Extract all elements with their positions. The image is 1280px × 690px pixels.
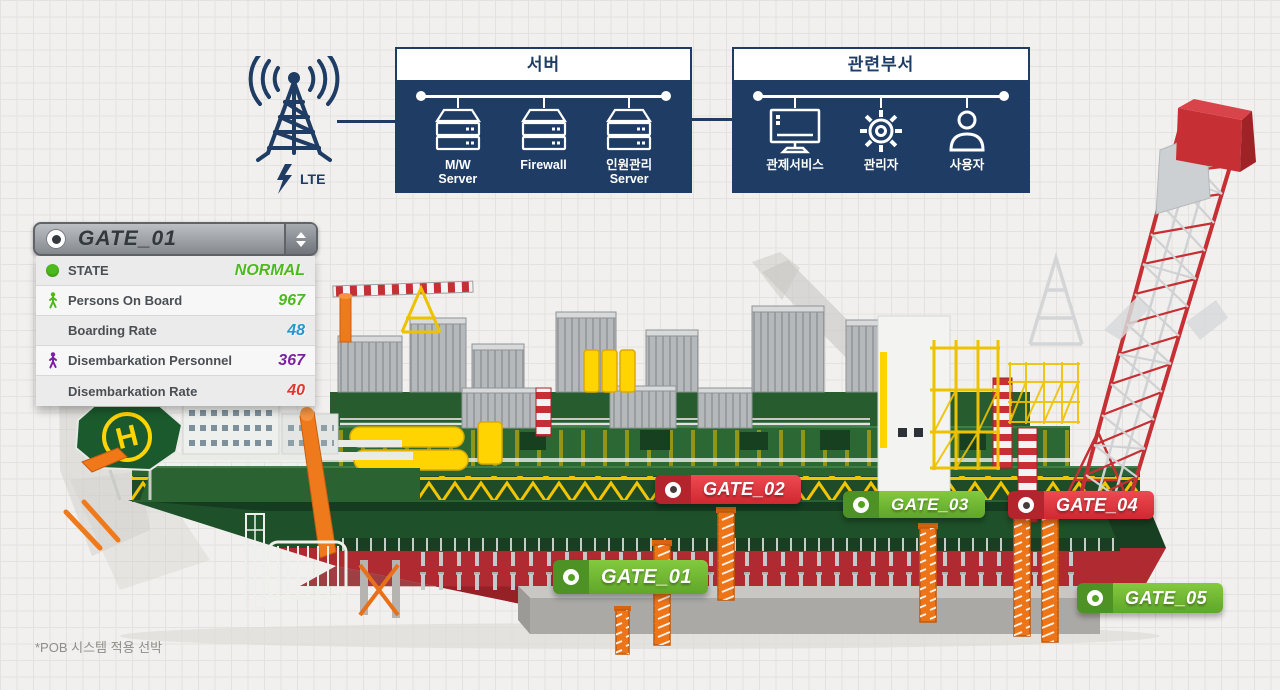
gate-info-panel: GATE_01 STATE NORMAL Persons On Board — [33, 222, 318, 406]
node-administrator: 관리자 — [838, 98, 924, 172]
deck-modules — [337, 305, 895, 429]
disembarkation-rate-row: Disembarkation Rate 40 — [36, 376, 315, 406]
helipad-h-mark: H — [113, 419, 142, 456]
departments-box-title: 관련부서 — [734, 49, 1028, 80]
bow-superstructure: H — [63, 395, 420, 559]
gate-status-icon — [1018, 497, 1034, 513]
chevron-up-icon — [296, 231, 306, 238]
server-bus-line — [416, 91, 671, 101]
concrete-quay — [358, 560, 1100, 634]
boarding-rate-row: Boarding Rate 48 — [36, 316, 315, 346]
deck-small-boxes — [520, 430, 986, 450]
node-user: 사용자 — [924, 98, 1010, 172]
server-icon — [606, 108, 653, 151]
chevron-down-icon — [296, 240, 306, 247]
server-icon — [520, 108, 567, 151]
walking-person-icon — [49, 292, 57, 309]
radio-icon — [46, 229, 66, 249]
gate-status-icon — [563, 569, 579, 585]
monitor-icon — [769, 108, 821, 154]
selected-gate-label: GATE_01 — [78, 227, 177, 250]
gate-badge-gate-01[interactable]: GATE_01 — [553, 560, 708, 594]
footnote: *POB 시스템 적용 선박 — [35, 640, 163, 655]
boarding-rate-value: 48 — [287, 321, 305, 339]
dropdown-arrows-button[interactable] — [284, 224, 316, 254]
gear-icon — [860, 110, 902, 152]
disembarkation-personnel-row: Disembarkation Personnel 367 — [36, 346, 315, 376]
server-box-title: 서버 — [397, 49, 690, 80]
persons-on-board-row: Persons On Board 967 — [36, 286, 315, 316]
yellow-lattice — [400, 284, 1080, 470]
gate-stats-list: STATE NORMAL Persons On Board 967 Boardi… — [36, 256, 315, 406]
ship-decks — [132, 392, 1140, 502]
gate-badge-gate-04[interactable]: GATE_04 — [1008, 491, 1155, 519]
yellow-tanks — [349, 349, 636, 471]
gate-status-icon — [665, 481, 681, 498]
riser-pipe — [299, 411, 337, 559]
server-icon — [434, 108, 481, 151]
state-row: STATE NORMAL — [36, 256, 315, 286]
white-ladders — [245, 513, 348, 609]
gate-status-icon — [1087, 590, 1103, 606]
gate-selector-dropdown[interactable]: GATE_01 — [33, 222, 318, 256]
node-firewall: Firewall — [501, 98, 587, 186]
disembarkation-personnel-value: 367 — [278, 351, 305, 369]
status-dot-icon — [46, 264, 59, 277]
gate-badge-gate-05[interactable]: GATE_05 — [1077, 583, 1224, 613]
gate-status-icon — [853, 496, 869, 513]
flare-tower — [1060, 99, 1256, 507]
walking-person-icon — [49, 352, 57, 369]
departments-box: 관련부서 관제서비스 — [732, 47, 1030, 193]
connector-server-dept — [690, 118, 734, 121]
lifeboat — [81, 447, 128, 473]
lte-label: LTE — [300, 171, 325, 187]
state-value: NORMAL — [234, 261, 305, 279]
helipad — [74, 405, 184, 472]
connector-antenna-server — [337, 120, 395, 123]
person-icon — [949, 110, 985, 152]
crane-frame — [1028, 251, 1084, 346]
persons-on-board-value: 967 — [278, 291, 305, 309]
process-tower — [877, 315, 951, 497]
disembarkation-rate-value: 40 — [287, 382, 305, 399]
lte-antenna-icon: LTE — [248, 56, 340, 194]
gate-badge-gate-02[interactable]: GATE_02 — [655, 475, 802, 504]
departments-bus-line — [753, 91, 1009, 101]
gate-badge-gate-03[interactable]: GATE_03 — [843, 491, 985, 518]
node-control-service: 관제서비스 — [752, 98, 838, 172]
lightning-bolt-icon — [277, 164, 292, 194]
